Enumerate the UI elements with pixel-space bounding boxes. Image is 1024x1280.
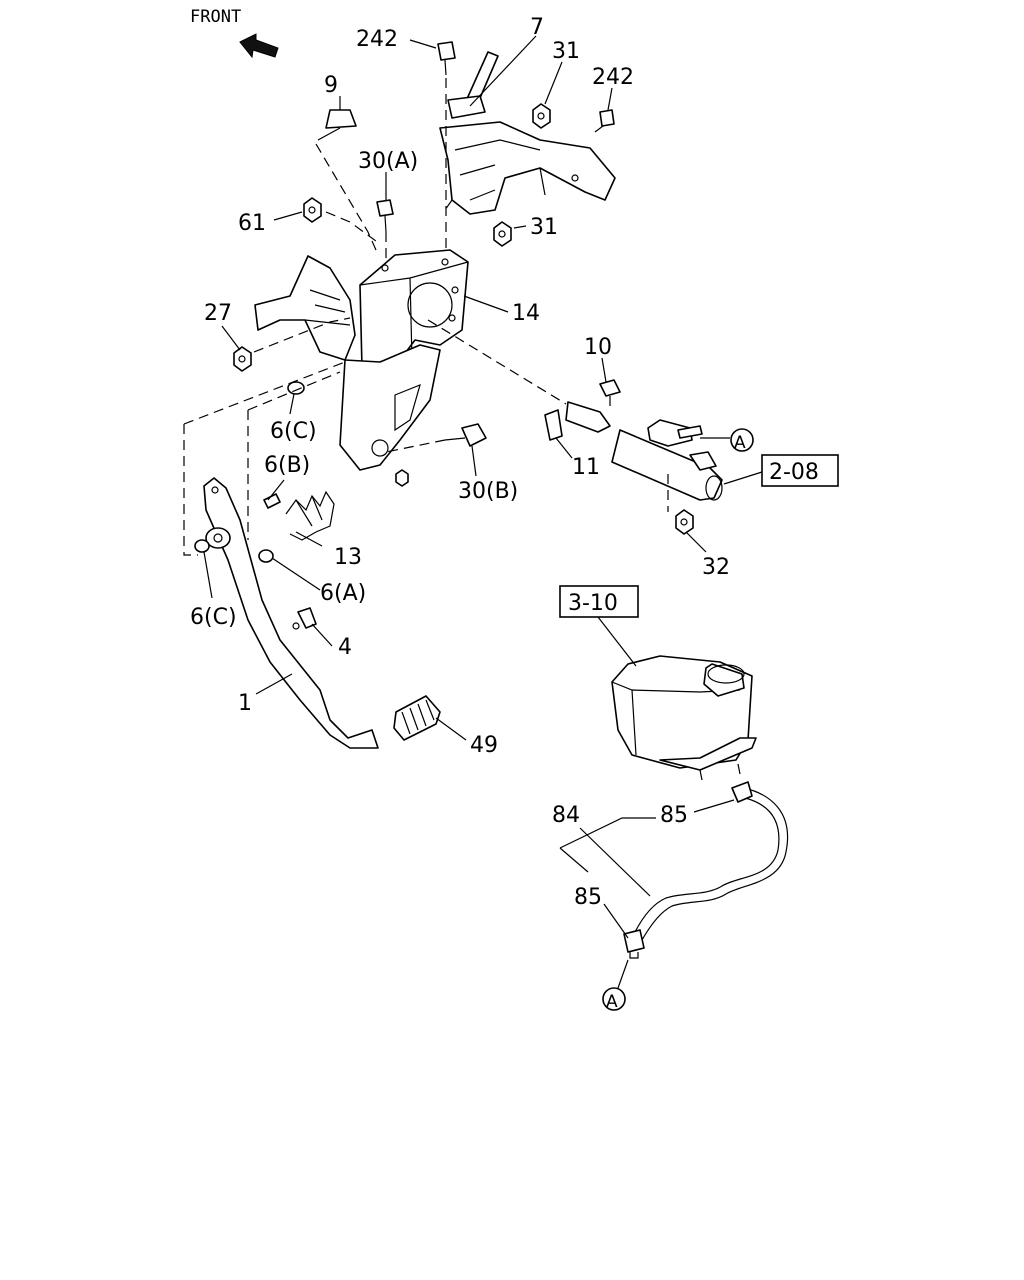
callout-9: 9 [324, 73, 338, 98]
nut-31-upper [532, 103, 551, 129]
ref-box-3-10: 3-10 [559, 585, 639, 667]
nut-27 [233, 346, 252, 372]
callout-11: 11 [572, 455, 600, 480]
callout-31-upper: 31 [552, 39, 580, 64]
washer-6c-left [194, 539, 210, 553]
pin-6b [263, 493, 281, 509]
bolt-30a [376, 199, 394, 233]
callout-49: 49 [470, 733, 498, 758]
callout-27: 27 [204, 301, 232, 326]
pedal-pad-49 [393, 695, 441, 741]
nut-61 [303, 197, 322, 223]
callout-14: 14 [512, 301, 540, 326]
callout-1: 1 [238, 691, 252, 716]
bolt-9 [317, 109, 357, 141]
callout-4: 4 [338, 635, 352, 660]
clip-4 [297, 607, 317, 629]
callout-31-lower: 31 [530, 215, 558, 240]
assembly-lines [183, 78, 669, 556]
bushing-6c-top [287, 381, 305, 395]
bolt-30b [444, 423, 487, 447]
callout-7: 7 [530, 15, 544, 40]
front-label: FRONT [190, 7, 241, 27]
callout-61: 61 [238, 211, 266, 236]
ref-box-2-08: 2-08 [723, 454, 839, 487]
front-arrow-icon [239, 33, 279, 59]
front-indicator: FRONT [190, 7, 279, 59]
clip-11 [544, 409, 563, 441]
ref-2-08-label: 2-08 [769, 460, 819, 485]
bolt-242-right [594, 109, 615, 133]
washer-6a [258, 549, 274, 563]
callout-13: 13 [334, 545, 362, 570]
callout-32: 32 [702, 555, 730, 580]
callout-30b: 30(B) [458, 479, 518, 504]
callout-85-upper: 85 [660, 803, 688, 828]
clutch-fluid-reservoir [611, 655, 757, 781]
nut-32 [675, 509, 694, 535]
connector-a-top: A [700, 428, 754, 453]
callout-242-top: 242 [356, 27, 398, 52]
callout-labels: 242 7 31 242 9 30(A) 61 31 27 14 10 6(C)… [190, 15, 730, 910]
callout-6c-left: 6(C) [190, 605, 237, 630]
callout-85-lower: 85 [574, 885, 602, 910]
callout-6a: 6(A) [320, 581, 366, 606]
connector-a-bottom-label: A [606, 992, 618, 1012]
clutch-pedal-arm [203, 477, 379, 749]
callout-10: 10 [584, 335, 612, 360]
pedal-bracket [254, 249, 469, 471]
connector-a-top-label: A [734, 433, 746, 453]
callout-242-right: 242 [592, 65, 634, 90]
bolt-242-top [437, 41, 456, 76]
connector-a-bottom: A [602, 959, 629, 1012]
pushrod-clevis [565, 401, 611, 433]
callout-6b: 6(B) [264, 453, 310, 478]
clutch-master-cylinder [611, 419, 723, 501]
nut-31-lower [493, 221, 512, 247]
ref-3-10-label: 3-10 [568, 591, 618, 616]
callout-30a: 30(A) [358, 149, 418, 174]
switch-10 [599, 379, 621, 397]
callout-84: 84 [552, 803, 580, 828]
small-nut-bracket [395, 469, 409, 487]
reservoir-hose-84 [623, 781, 789, 959]
upper-support-bracket [439, 51, 616, 215]
callout-6c-top: 6(C) [270, 419, 317, 444]
return-spring-13 [285, 490, 335, 541]
leader-lines [203, 35, 735, 939]
